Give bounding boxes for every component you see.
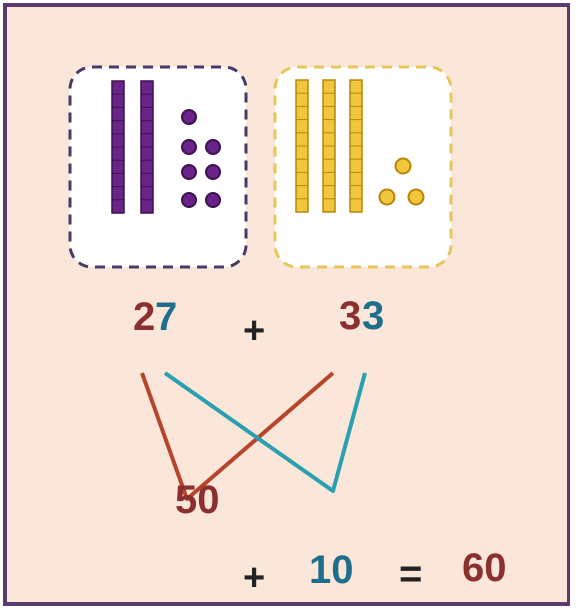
right-card xyxy=(273,65,453,269)
equals-sign: = xyxy=(399,552,422,596)
plus-sign-top: + xyxy=(243,310,265,352)
ones-connector-lines xyxy=(163,371,367,493)
plus-sign-bottom: + xyxy=(243,557,265,599)
unit-dot xyxy=(407,188,425,206)
unit-dot xyxy=(181,139,197,155)
tens-rod xyxy=(349,79,363,213)
unit-dot xyxy=(181,192,197,208)
right-ones-units xyxy=(378,157,425,206)
unit-dot xyxy=(394,157,412,175)
tens-rod xyxy=(111,80,125,214)
second-addend-ones: 3 xyxy=(362,294,384,338)
left-tens-rods xyxy=(111,80,154,214)
unit-dot xyxy=(378,188,396,206)
tens-connector-lines xyxy=(140,371,335,501)
tens-rod xyxy=(295,79,309,213)
left-ones-units xyxy=(181,109,221,208)
addition-diagram: 2 7 + 3 3 50 + 10 = 60 xyxy=(68,65,507,599)
first-addend-tens: 2 xyxy=(133,295,155,339)
unit-dot xyxy=(181,164,197,180)
unit-dot xyxy=(205,192,221,208)
tens-rod xyxy=(140,80,154,214)
second-addend-tens: 3 xyxy=(339,294,361,338)
result: 60 xyxy=(462,546,507,590)
diagram-frame: 2 7 + 3 3 50 + 10 = 60 xyxy=(3,3,570,606)
unit-dot xyxy=(205,164,221,180)
left-card xyxy=(68,65,248,269)
right-tens-rods xyxy=(295,79,363,213)
ones-sum: 10 xyxy=(309,548,354,592)
first-addend-ones: 7 xyxy=(155,295,177,339)
tens-rod xyxy=(322,79,336,213)
unit-dot xyxy=(181,109,197,125)
unit-dot xyxy=(205,139,221,155)
tens-sum: 50 xyxy=(175,478,220,522)
